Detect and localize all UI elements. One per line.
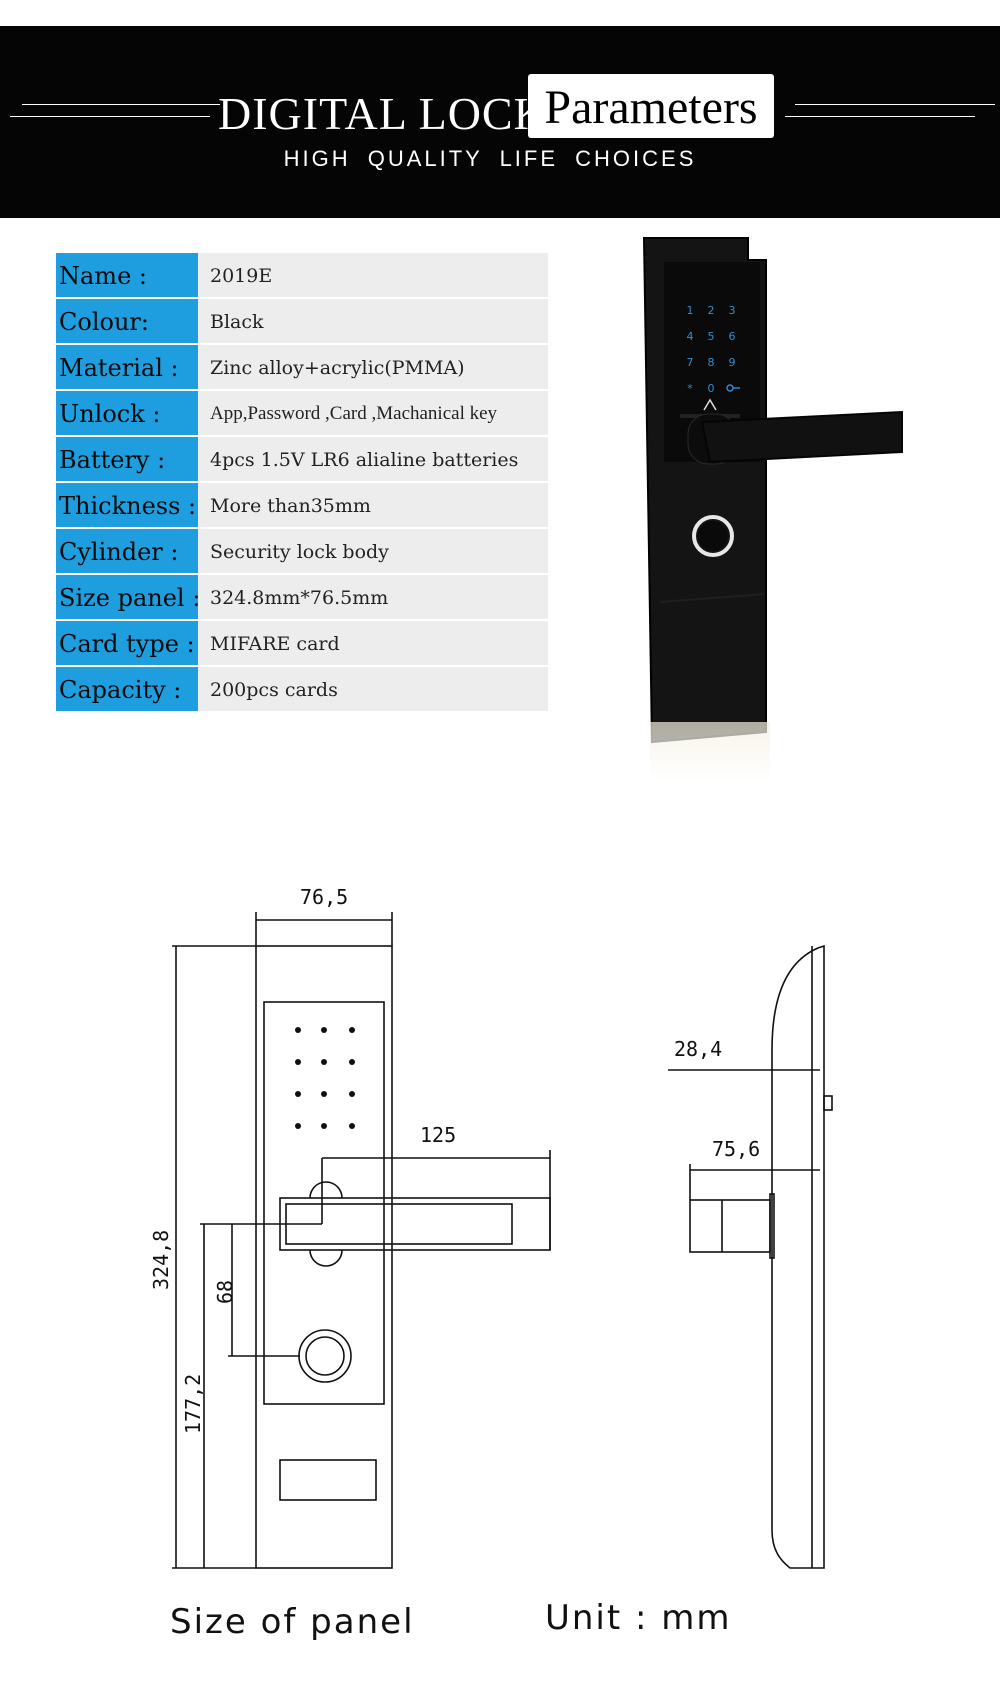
spec-label: Battery : [56,437,198,481]
card-reader-icon [703,398,717,411]
spec-row: Thickness :More than35mm [56,483,548,529]
spec-row: Card type :MIFARE card [56,621,548,667]
front-panel-outline [255,945,393,1569]
front-panel-bottom-slot [279,1459,377,1501]
drawing-rose-top [309,1181,343,1199]
spec-value: Black [198,299,548,343]
spec-value: 200pcs cards [198,667,548,711]
keypad-key: 5 [708,330,715,343]
spec-row: Material :Zinc alloy+acrylic(PMMA) [56,345,548,391]
fingerprint-sensor [698,521,728,551]
keypad-key: 2 [708,304,715,317]
lock-product-image: 1 2 3 4 5 6 7 8 9 * 0 [642,237,903,782]
title-highlight-box [528,74,774,138]
spec-value: 324.8mm*76.5mm [198,575,548,619]
drawing-keypad-dots [295,1027,355,1129]
spec-value: Zinc alloy+acrylic(PMMA) [198,345,548,389]
dim-label-75: 75,6 [712,1137,760,1161]
side-panel-outline [771,944,825,1569]
spec-label: Name : [56,253,198,297]
header-banner [0,26,1000,218]
spec-row: Battery :4pcs 1.5V LR6 alialine batterie… [56,437,548,483]
spec-label: Thickness : [56,483,198,527]
dim-label-177: 177,2 [181,1374,205,1434]
spec-row: Cylinder :Security lock body [56,529,548,575]
keypad-key: 8 [708,356,715,369]
drawing-fingerprint-inner [305,1336,345,1376]
key-icon [726,384,740,392]
keypad-key: 0 [708,382,715,395]
reflection [650,722,770,782]
spec-row: Name :2019E [56,253,548,299]
spec-label: Capacity : [56,667,198,711]
side-handle [689,1199,771,1253]
spec-row: Size panel :324.8mm*76.5mm [56,575,548,621]
front-panel-inner [263,1001,385,1405]
spec-value: MIFARE card [198,621,548,665]
dim-label-height: 324,8 [149,1230,173,1290]
spec-value: 2019E [198,253,548,297]
header-line-left-bottom [10,116,210,117]
keypad-key: * [687,382,693,395]
spec-table: Name :2019E Colour:Black Material :Zinc … [56,253,548,713]
title-digital-lock: DIGITAL LOCK [218,88,548,139]
keypad-key: 4 [687,330,694,343]
spec-value: App,Password ,Card ,Machanical key [198,391,548,435]
caption-size-of-panel: Size of panel [170,1602,415,1642]
spec-label: Card type : [56,621,198,665]
dim-label-125: 125 [420,1123,456,1147]
dim-label-68: 68 [213,1280,237,1304]
keypad-key: 3 [729,304,736,317]
caption-unit: Unit : mm [545,1598,732,1638]
title-parameters: Parameters [544,81,758,134]
side-rose [769,1193,775,1259]
spec-label: Material : [56,345,198,389]
lever-handle [700,410,903,464]
keypad-key: 6 [729,330,736,343]
spec-label: Cylinder : [56,529,198,573]
keypad-key: 7 [687,356,694,369]
spec-label: Unlock : [56,391,198,435]
spec-row: Unlock :App,Password ,Card ,Machanical k… [56,391,548,437]
spec-value: More than35mm [198,483,548,527]
spec-value: Security lock body [198,529,548,573]
header-line-right-top [795,104,995,105]
spec-label: Size panel : [56,575,200,619]
subtitle: HIGH QUALITY LIFE CHOICES [283,146,697,171]
header-line-left-top [22,104,220,105]
dim-label-28: 28,4 [674,1037,722,1061]
drawing-rose-bottom [309,1249,343,1267]
spec-row: Colour:Black [56,299,548,345]
technical-drawing: 76,5 125 28,4 75,6 324,8 177,2 68 [149,885,833,1569]
header-line-right-bottom [785,116,975,117]
keypad-key: 1 [687,304,694,317]
spec-value: 4pcs 1.5V LR6 alialine batteries [198,437,548,481]
side-latch [823,1095,833,1111]
spec-label: Colour: [56,299,198,343]
keypad-key: 9 [729,356,736,369]
panel-divider [659,593,765,603]
dim-label-width: 76,5 [300,885,348,909]
spec-row: Capacity :200pcs cards [56,667,548,713]
fingerprint-ring-icon [692,515,734,557]
keypad-digits: 1 2 3 4 5 6 7 8 9 * 0 [687,304,736,395]
